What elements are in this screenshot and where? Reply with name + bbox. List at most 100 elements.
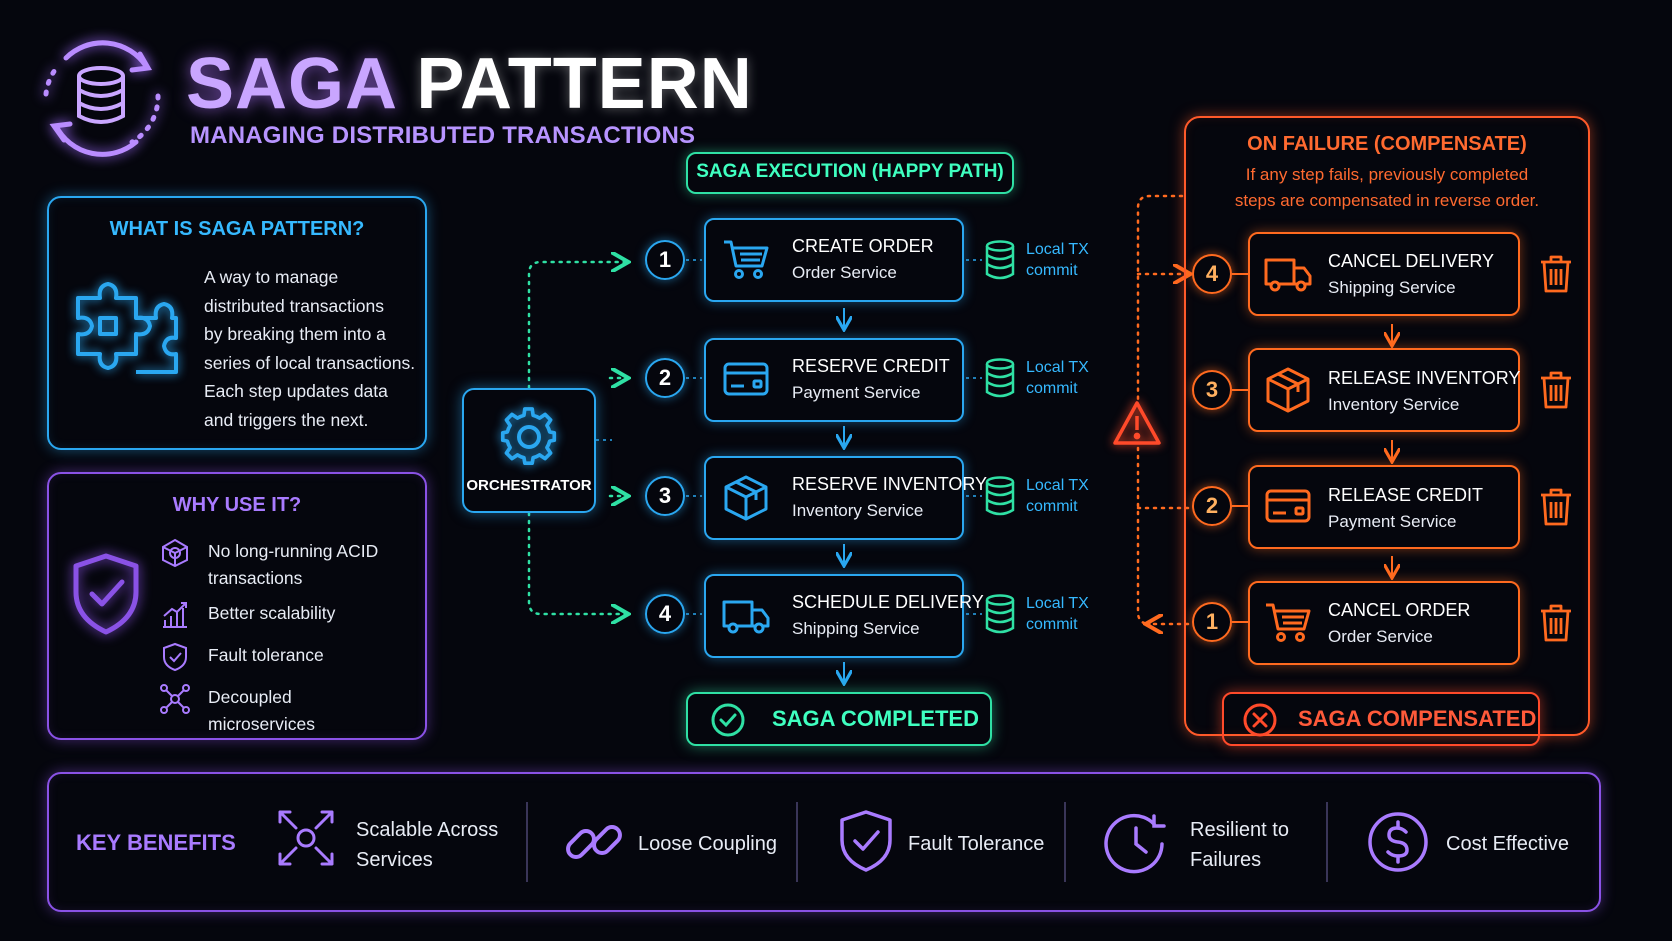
compensate-title: RELEASE CREDIT <box>1328 485 1484 505</box>
benefit-divider <box>796 802 798 882</box>
local-tx-label: Local TX commit <box>1026 239 1089 281</box>
saga-compensated-label: SAGA COMPENSATED <box>1298 706 1537 731</box>
database-icon <box>985 358 1015 398</box>
failure-desc-line: If any step fails, previously completed <box>1245 165 1529 184</box>
local-tx-label: Local TX commit <box>1026 475 1089 517</box>
step-create-order <box>704 218 964 302</box>
compensate-release-inventory <box>1248 348 1520 432</box>
key-benefits-title: KEY BENEFITS <box>76 830 236 855</box>
page-title: SAGA PATTERN <box>186 44 753 124</box>
local-tx-line: commit <box>1026 262 1078 279</box>
truck-icon <box>722 600 770 634</box>
happy-path-title-box <box>686 152 1014 194</box>
why-item-decoupled: Decoupled microservices <box>160 684 398 738</box>
why-use-panel <box>47 472 427 740</box>
saga-completed-box <box>686 692 992 746</box>
why-item-label: Fault tolerance <box>208 645 324 665</box>
saga-compensated-box <box>1222 692 1540 746</box>
compensate-service: Shipping Service <box>1328 278 1456 297</box>
benefit-line: Failures <box>1190 849 1262 871</box>
step-reserve-credit <box>704 338 964 422</box>
what-line: series of local transactions. <box>204 352 416 373</box>
clock-icon <box>1104 813 1166 874</box>
benefit-line: Cost Effective <box>1446 833 1570 855</box>
benefit-loose-coupling: Loose Coupling <box>638 829 777 859</box>
compensate-number: 3 <box>1192 370 1232 410</box>
benefit-line: Services <box>356 849 433 871</box>
benefit-line: Fault Tolerance <box>908 833 1045 855</box>
failure-title: ON FAILURE (COMPENSATE) <box>1247 133 1527 155</box>
local-tx-line: Local TX <box>1026 241 1089 258</box>
compensate-title: RELEASE INVENTORY <box>1328 368 1521 388</box>
benefit-resilient: Resilient to Failures <box>1190 815 1289 875</box>
expand-arrows-icon <box>278 810 334 866</box>
local-tx-line: Local TX <box>1026 477 1089 494</box>
cart-icon <box>1266 603 1311 642</box>
database-icon <box>985 476 1015 516</box>
why-item-label: transactions <box>208 568 303 588</box>
step-number: 2 <box>645 358 685 398</box>
compensate-cancel-delivery <box>1248 232 1520 316</box>
shield-check-icon <box>73 553 139 635</box>
puzzle-icon <box>76 282 178 374</box>
local-tx-line: Local TX <box>1026 595 1089 612</box>
step-service: Order Service <box>792 263 897 282</box>
why-item-acid: No long-running ACID transactions <box>160 538 398 592</box>
step-title: RESERVE INVENTORY <box>792 474 988 494</box>
why-item-fault-tolerance: Fault tolerance <box>160 642 398 672</box>
link-icon <box>566 825 622 859</box>
benefit-divider <box>526 802 528 882</box>
dollar-icon <box>1368 812 1428 872</box>
step-title: SCHEDULE DELIVERY <box>792 592 984 612</box>
benefit-divider <box>1326 802 1328 882</box>
local-tx-line: commit <box>1026 616 1078 633</box>
saga-completed-label: SAGA COMPLETED <box>772 706 979 731</box>
trash-icon <box>1541 371 1571 409</box>
compensate-release-credit <box>1248 465 1520 549</box>
title-saga: SAGA <box>186 44 396 124</box>
compensate-title: CANCEL ORDER <box>1328 600 1471 620</box>
box-icon <box>724 475 768 521</box>
failure-description: If any step fails, previously completed … <box>1204 162 1570 214</box>
what-line: Each step updates data <box>204 381 388 401</box>
local-tx-line: commit <box>1026 380 1078 397</box>
check-circle-icon <box>711 703 745 737</box>
database-sync-icon <box>43 40 161 157</box>
step-number: 4 <box>645 594 685 634</box>
benefit-line: Resilient to <box>1190 819 1289 841</box>
happy-path-title: SAGA EXECUTION (HAPPY PATH) <box>696 161 1004 182</box>
compensate-number: 2 <box>1192 486 1232 526</box>
compensate-number: 4 <box>1192 254 1232 294</box>
what-is-panel <box>47 196 427 450</box>
compensate-service: Inventory Service <box>1328 395 1460 414</box>
what-line: and triggers the next. <box>204 409 369 430</box>
database-icon <box>985 240 1015 280</box>
what-is-title: WHAT IS SAGA PATTERN? <box>109 218 365 240</box>
local-tx-line: commit <box>1026 498 1078 515</box>
trash-icon <box>1541 255 1571 293</box>
step-service: Shipping Service <box>792 619 920 638</box>
what-line: by breaking them into a <box>204 324 386 344</box>
step-title: CREATE ORDER <box>792 236 934 256</box>
what-line: distributed transactions <box>204 295 384 316</box>
step-reserve-inventory <box>704 456 964 540</box>
step-number: 3 <box>645 476 685 516</box>
compensate-number: 1 <box>1192 602 1232 642</box>
compensate-cancel-order <box>1248 581 1520 665</box>
benefit-line: Loose Coupling <box>638 833 777 855</box>
what-is-description: A way to manage distributed transactions… <box>204 263 419 434</box>
title-pattern: PATTERN <box>416 44 753 124</box>
box-icon <box>1266 367 1310 413</box>
benefit-divider <box>1064 802 1066 882</box>
cart-icon <box>724 240 769 279</box>
orchestrator-box <box>462 388 596 513</box>
failure-desc-line: steps are compensated in reverse order. <box>1234 191 1540 210</box>
local-tx-label: Local TX commit <box>1026 593 1089 635</box>
step-title: RESERVE CREDIT <box>792 356 950 376</box>
why-item-label: Better scalability <box>208 603 336 623</box>
database-icon <box>985 594 1015 634</box>
network-icon <box>160 684 190 714</box>
card-icon <box>723 362 769 396</box>
